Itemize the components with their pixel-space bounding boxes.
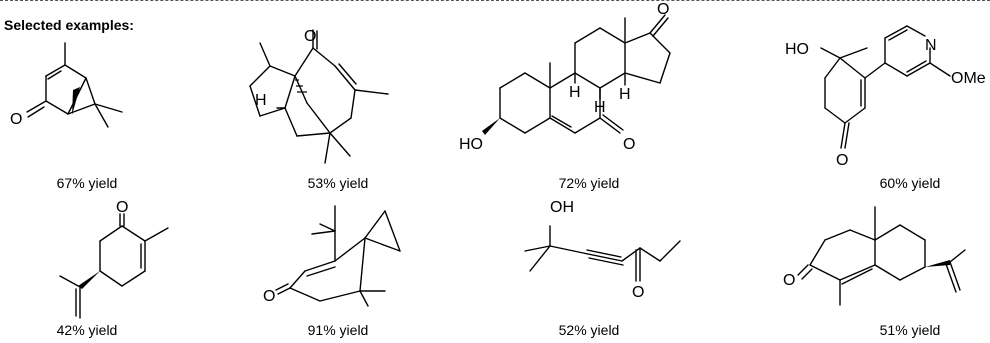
structure-example-1: O — [10, 42, 123, 128]
atom-label: OMe — [951, 70, 986, 87]
structure-example-3: O HO O H H H — [459, 1, 671, 153]
atom-label: H — [255, 92, 267, 109]
yield-label-8: 51% yield — [879, 322, 941, 338]
top-dashed-border — [0, 0, 990, 1]
atom-label: HO — [459, 136, 483, 153]
atom-label: N — [925, 37, 937, 54]
yield-label-7: 52% yield — [558, 322, 620, 338]
section-header: Selected examples: — [4, 17, 134, 33]
yield-label-4: 60% yield — [879, 175, 941, 191]
yield-label-1: 67% yield — [56, 175, 118, 191]
structure-example-7: OH O — [524, 199, 681, 301]
atom-label: H — [619, 86, 631, 103]
structure-example-5: O — [59, 199, 169, 319]
yield-label-6: 91% yield — [307, 322, 369, 338]
yield-label-5: 42% yield — [56, 322, 118, 338]
structure-example-4: HO N OMe O — [785, 25, 986, 169]
atom-label: O — [263, 288, 275, 305]
structure-example-8: O — [783, 206, 966, 306]
atom-label: O — [632, 284, 644, 301]
structure-example-6: O — [263, 205, 401, 307]
structure-example-2: O H — [249, 28, 389, 164]
atom-label: O — [783, 272, 795, 289]
atom-label: OH — [550, 199, 574, 216]
atom-label: H — [569, 84, 581, 101]
atom-label: O — [304, 28, 316, 45]
atom-label: H — [594, 99, 606, 116]
atom-label: O — [623, 136, 635, 153]
atom-label: O — [657, 1, 669, 18]
atom-label: O — [10, 111, 22, 128]
atom-label: O — [116, 199, 128, 216]
atom-label: HO — [785, 41, 809, 58]
yield-label-2: 53% yield — [307, 175, 369, 191]
atom-label: O — [836, 152, 848, 169]
yield-label-3: 72% yield — [558, 175, 620, 191]
